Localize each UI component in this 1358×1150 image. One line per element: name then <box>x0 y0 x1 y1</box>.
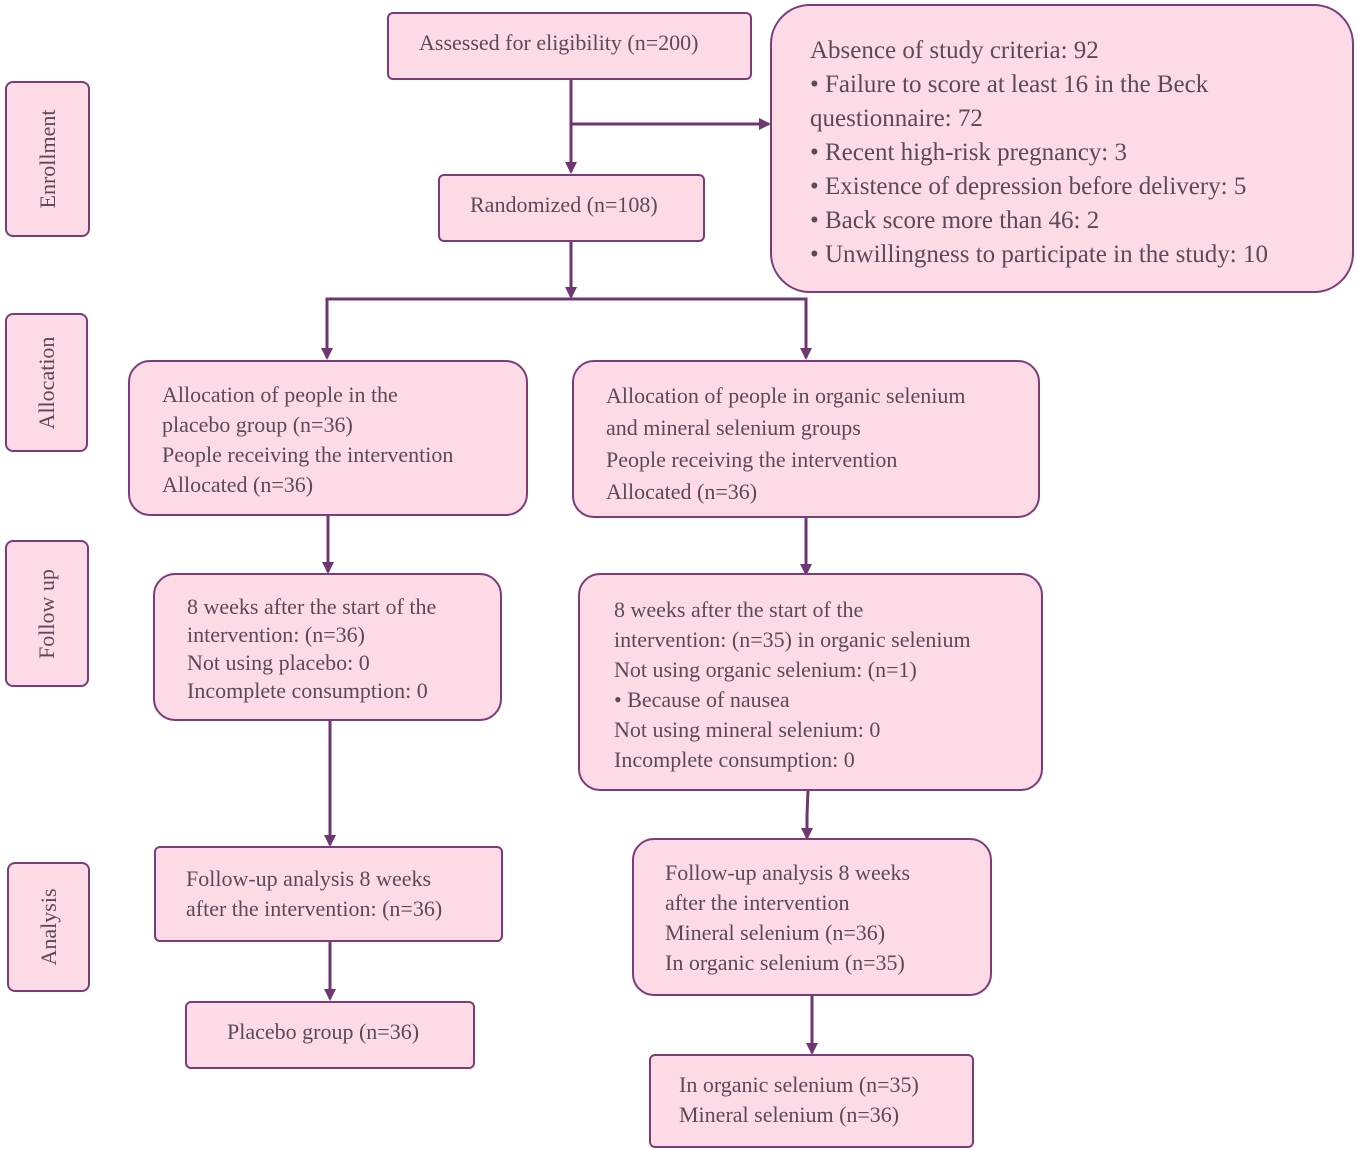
followup-selenium-line: intervention: (n=35) in organic selenium <box>614 627 971 652</box>
analysis-placebo-box: Follow-up analysis 8 weeks after the int… <box>154 846 503 942</box>
followup-placebo-line: 8 weeks after the start of the <box>187 594 437 619</box>
followup-selenium-line: Not using organic selenium: (n=1) <box>614 657 917 682</box>
final-placebo-box: Placebo group (n=36) <box>185 1001 475 1069</box>
allocation-selenium-box: Allocation of people in organic selenium… <box>572 360 1040 518</box>
allocation-selenium-line: and mineral selenium groups <box>606 415 861 440</box>
arrow-followup-to-analysis-selenium <box>801 789 813 840</box>
allocation-selenium-line: Allocated (n=36) <box>606 479 758 504</box>
assessed-box: Assessed for eligibility (n=200) <box>387 12 752 80</box>
followup-selenium-box: 8 weeks after the start of the intervent… <box>578 573 1043 791</box>
allocation-placebo-box: Allocation of people in the placebo grou… <box>128 360 528 516</box>
final-selenium-box: In organic selenium (n=35) Mineral selen… <box>649 1054 974 1148</box>
analysis-selenium-line: after the intervention <box>665 890 850 915</box>
phase-label-follow-up: Follow up <box>5 540 89 687</box>
excluded-box: Absence of study criteria: 92 • Failure … <box>770 4 1354 293</box>
phase-follow-up-text: Follow up <box>34 568 59 659</box>
analysis-selenium-line: In organic selenium (n=35) <box>665 950 905 975</box>
final-placebo-text: Placebo group (n=36) <box>227 1019 420 1044</box>
phase-label-allocation: Allocation <box>5 313 88 452</box>
phase-enrollment-text: Enrollment <box>34 109 60 209</box>
excluded-item: • Existence of depression before deliver… <box>810 173 1247 200</box>
excluded-item: • Back score more than 46: 2 <box>810 207 1100 234</box>
final-selenium-line: Mineral selenium (n=36) <box>679 1102 900 1127</box>
randomized-box: Randomized (n=108) <box>438 174 705 242</box>
excluded-item: • Unwillingness to participate in the st… <box>810 241 1268 268</box>
allocation-placebo-line: placebo group (n=36) <box>162 412 353 437</box>
phase-label-enrollment: Enrollment <box>5 81 90 237</box>
allocation-placebo-line: People receiving the intervention <box>162 442 454 467</box>
followup-selenium-line: 8 weeks after the start of the <box>614 597 864 622</box>
assessed-text: Assessed for eligibility (n=200) <box>419 30 699 55</box>
excluded-title: Absence of study criteria: 92 <box>810 37 1099 64</box>
analysis-selenium-box: Follow-up analysis 8 weeks after the int… <box>632 838 992 996</box>
allocation-placebo-line: Allocated (n=36) <box>162 472 314 497</box>
analysis-selenium-line: Follow-up analysis 8 weeks <box>665 860 911 885</box>
followup-placebo-line: intervention: (n=36) <box>187 622 365 647</box>
allocation-selenium-line: Allocation of people in organic selenium <box>606 383 966 408</box>
final-selenium-line: In organic selenium (n=35) <box>679 1072 919 1097</box>
allocation-placebo-line: Allocation of people in the <box>162 382 398 407</box>
excluded-item: • Failure to score at least 16 in the Be… <box>810 71 1209 98</box>
split-line <box>325 297 808 357</box>
phase-label-analysis: Analysis <box>7 862 90 992</box>
excluded-item: • Recent high-risk pregnancy: 3 <box>810 139 1127 166</box>
analysis-selenium-line: Mineral selenium (n=36) <box>665 920 886 945</box>
excluded-item: questionnaire: 72 <box>810 105 983 132</box>
followup-placebo-box: 8 weeks after the start of the intervent… <box>153 573 502 721</box>
phase-analysis-text: Analysis <box>35 888 61 966</box>
followup-placebo-line: Not using placebo: 0 <box>187 650 370 675</box>
phase-allocation-text: Allocation <box>33 336 59 429</box>
followup-selenium-line: • Because of nausea <box>614 687 790 712</box>
analysis-placebo-line: after the intervention: (n=36) <box>186 896 443 921</box>
randomized-text: Randomized (n=108) <box>470 192 658 217</box>
followup-selenium-line: Incomplete consumption: 0 <box>614 747 855 772</box>
analysis-placebo-line: Follow-up analysis 8 weeks <box>186 866 432 891</box>
allocation-selenium-line: People receiving the intervention <box>606 447 898 472</box>
followup-selenium-line: Not using mineral selenium: 0 <box>614 717 881 742</box>
followup-placebo-line: Incomplete consumption: 0 <box>187 678 428 703</box>
